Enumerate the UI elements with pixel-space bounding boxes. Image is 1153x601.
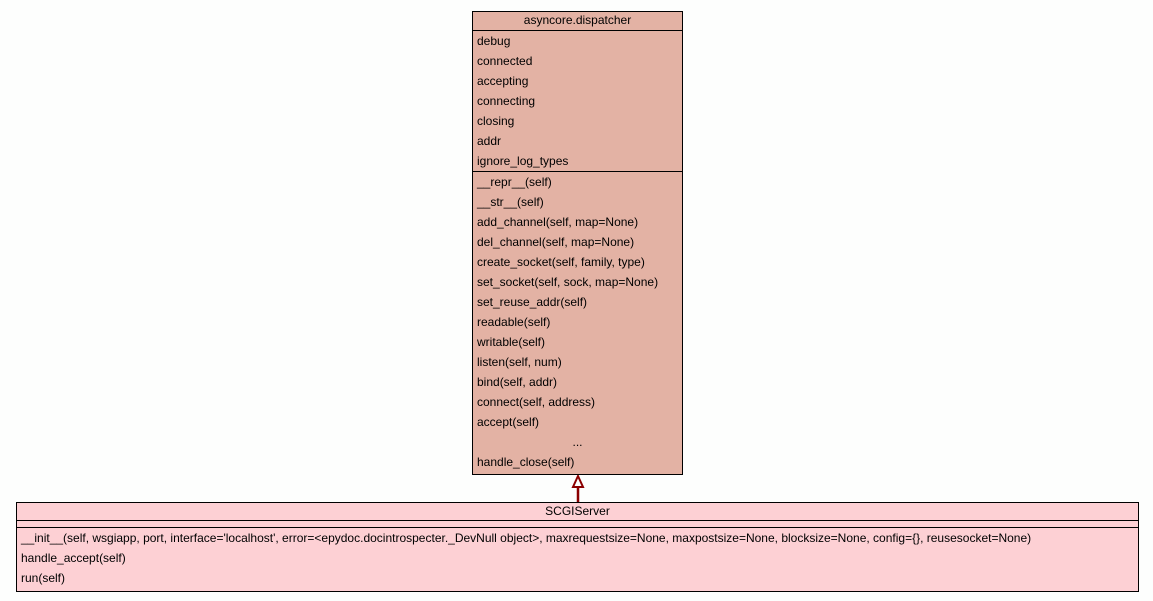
method: create_socket(self, family, type) [477, 255, 645, 269]
attribute: addr [477, 134, 502, 148]
method: bind(self, addr) [477, 375, 558, 389]
method: accept(self) [477, 415, 540, 429]
methods-section: __repr__(self) __str__(self) add_channel(s… [473, 172, 682, 472]
method: ... [572, 435, 583, 449]
attribute: debug [477, 34, 511, 48]
class-box-scgiserver[interactable]: SCGIServer __init__(self, wsgiapp, port,… [16, 502, 1139, 592]
method: handle_accept(self) [21, 551, 126, 565]
method: connect(self, address) [477, 395, 596, 409]
method: run(self) [21, 571, 66, 585]
class-name: SCGIServer [17, 503, 1138, 521]
method: handle_close(self) [477, 455, 575, 469]
method: __init__(self, wsgiapp, port, interface=… [21, 531, 1032, 545]
attributes-section [17, 521, 1138, 528]
attributes-section: debug connected accepting connecting closing… [473, 31, 682, 172]
attribute: ignore_log_types [477, 154, 569, 168]
attribute: closing [477, 114, 515, 128]
attribute: connected [477, 54, 533, 68]
methods-section: __init__(self, wsgiapp, port, interface=… [17, 528, 1138, 588]
method: listen(self, num) [477, 355, 562, 369]
attribute: accepting [477, 74, 529, 88]
method: set_reuse_addr(self) [477, 295, 588, 309]
method: set_socket(self, sock, map=None) [477, 275, 659, 289]
method: readable(self) [477, 315, 551, 329]
method: __repr__(self) [477, 175, 552, 189]
method: __str__(self) [477, 195, 544, 209]
method: writable(self) [477, 335, 546, 349]
class-name: asyncore.dispatcher [473, 12, 682, 31]
attribute: connecting [477, 94, 536, 108]
class-box-asyncore-dispatcher[interactable]: asyncore.dispatcher debug connected accept… [472, 11, 683, 475]
method: del_channel(self, map=None) [477, 235, 635, 249]
method: add_channel(self, map=None) [477, 215, 639, 229]
